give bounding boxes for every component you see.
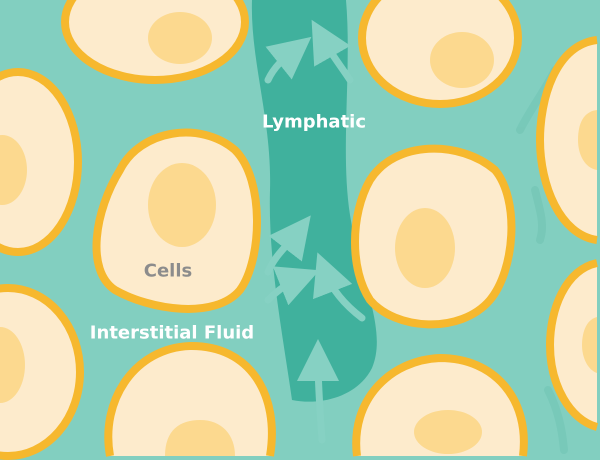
lymphatic-label: Lymphatic — [261, 111, 367, 133]
nucleus — [0, 327, 25, 403]
nucleus — [414, 410, 482, 454]
nucleus — [0, 135, 27, 205]
cell — [351, 144, 516, 329]
arrow-icon — [313, 252, 366, 322]
cell — [545, 259, 599, 431]
nucleus — [148, 12, 212, 64]
arrow-icon — [311, 19, 354, 84]
arrow-icon — [297, 339, 340, 444]
nucleus — [582, 317, 597, 373]
cells-label: Cells — [143, 260, 193, 282]
arrow-icon — [264, 266, 320, 306]
cell — [104, 341, 276, 457]
arrow-icon — [264, 215, 311, 276]
nucleus — [165, 420, 235, 456]
cell — [0, 68, 82, 256]
nucleus — [395, 208, 455, 288]
flow-arrows — [264, 19, 366, 444]
cell — [358, 0, 522, 108]
nucleus — [430, 32, 494, 88]
cell — [92, 128, 261, 313]
arrow-icon — [264, 36, 312, 84]
interstitial-fluid-label: Interstitial Fluid — [89, 322, 255, 344]
cell — [61, 0, 249, 84]
nucleus — [578, 110, 597, 170]
cell — [535, 36, 598, 244]
cell — [0, 284, 84, 460]
nucleus — [148, 163, 216, 247]
cell — [352, 353, 528, 457]
